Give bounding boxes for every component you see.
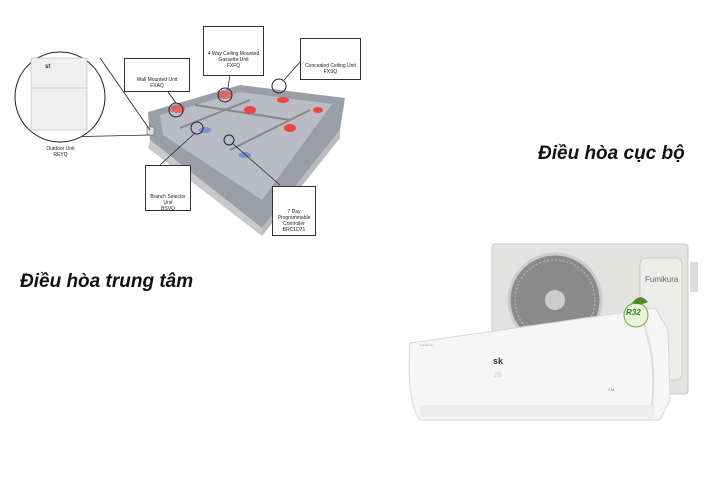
concealed-label: Concealed Ceiling Unit FXSQ [300,38,361,80]
branch-selector-name: Branch Selector Unit [150,194,186,206]
cassette-code: FXFQ [226,63,241,69]
svg-text:st: st [45,64,50,70]
controller-name: 7 Day Programmable Controller [277,209,311,227]
concealed-name: Concealed Ceiling Unit [305,63,356,69]
mode-label: CM [608,387,615,392]
controller-label: 7 Day Programmable Controller BRC1D71 [272,186,316,236]
outdoor-unit-label: Outdoor Unit REYQ [38,146,83,158]
branch-selector-code: BSVQ [161,206,175,212]
temperature-display: 26 [494,372,502,379]
wall-mounted-name: Wall Mounted Unit [136,77,178,83]
concealed-code: FXSQ [323,69,338,75]
outdoor-unit-zoom: st [14,51,106,143]
cassette-label: 4 Way Ceiling Mounted Gassette Unit FXFQ [203,26,264,76]
outdoor-unit-name: Outdoor Unit [46,146,75,152]
indoor-sk-logo: sk [493,356,504,366]
outdoor-brand-logo: Fumikura [645,275,679,284]
branch-selector-label: Branch Selector Unit BSVQ [145,165,191,212]
wall-mounted-code: FXAQ [150,83,164,89]
building-floorplan [59,57,345,236]
controller-code: BRC1D71 [282,227,306,233]
cassette-name: 4 Way Ceiling Mounted Gassette Unit [207,51,260,63]
wall-mounted-label: Wall Mounted Unit FXAQ [124,58,190,92]
outdoor-unit-code: REYQ [53,152,68,158]
local-ac-caption: Điều hòa cục bộ [538,143,685,164]
indoor-brand: Fumikura [420,343,433,347]
split-indoor-unit [408,297,671,421]
central-ac-caption: Điều hòa trung tâm [20,271,194,292]
r32-badge: R32 [626,308,641,317]
